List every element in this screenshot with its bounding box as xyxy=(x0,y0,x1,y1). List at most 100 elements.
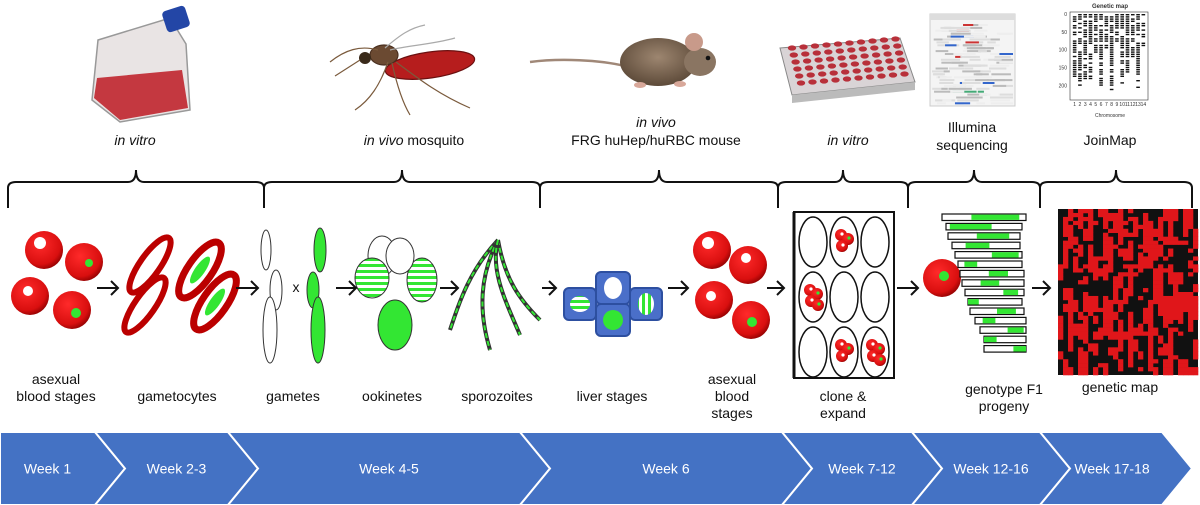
heatmap-cell xyxy=(1068,371,1074,376)
progeny-green-segment xyxy=(980,280,1000,286)
parasite-dot xyxy=(810,298,814,302)
marker-tick xyxy=(1078,38,1082,40)
heatmap-cell xyxy=(1068,347,1074,352)
heatmap-cell xyxy=(1058,268,1064,273)
marker-tick xyxy=(1115,14,1119,16)
marker-tick xyxy=(1109,60,1114,62)
heatmap-cell xyxy=(1148,240,1154,245)
week-label: Week 4-5 xyxy=(359,461,419,477)
heatmap-cell xyxy=(1108,311,1114,317)
plate-well xyxy=(862,60,871,66)
read-segment xyxy=(953,76,975,79)
marker-tick xyxy=(1125,60,1130,62)
heatmap-cell xyxy=(1163,311,1169,317)
heatmap-cell xyxy=(1128,288,1134,293)
heatmap-cell xyxy=(1158,284,1164,289)
marker-tick xyxy=(1078,66,1082,69)
progeny-genotype-bar xyxy=(957,260,1023,269)
plate-well xyxy=(875,66,884,72)
marker-tick xyxy=(1099,71,1103,73)
marker-tick xyxy=(1130,14,1135,16)
heatmap-cell xyxy=(1188,264,1194,269)
stage-arrow xyxy=(336,280,358,296)
heatmap-cell xyxy=(1068,240,1074,245)
read-segment xyxy=(962,32,984,35)
heatmap-cell xyxy=(1178,276,1184,281)
heatmap-cell xyxy=(1163,315,1169,320)
heatmap-cell xyxy=(1068,288,1074,293)
heatmap-cell xyxy=(1108,331,1114,336)
heatmap-cell xyxy=(1108,212,1114,218)
heatmap-cell xyxy=(1143,315,1149,320)
marker-tick xyxy=(1125,62,1130,64)
marker-tick xyxy=(1072,18,1077,20)
heatmap-cell xyxy=(1178,307,1184,313)
marker-tick xyxy=(1072,47,1077,49)
xtick-label: 14 xyxy=(1141,102,1147,108)
heatmap-cell xyxy=(1083,339,1089,344)
heatmap-cell xyxy=(1108,264,1114,269)
ytick-label: 0 xyxy=(1064,12,1067,18)
heatmap-cell xyxy=(1168,371,1174,376)
heatmap-cell xyxy=(1108,327,1114,332)
heatmap-cell xyxy=(1118,252,1124,257)
heatmap-cell xyxy=(1103,303,1109,309)
heatmap-cell xyxy=(1108,335,1114,340)
plate-well xyxy=(824,49,833,55)
clone-expand-plate xyxy=(792,211,895,379)
heatmap-cell xyxy=(1158,335,1164,340)
heatmap-cell xyxy=(1128,311,1134,317)
heatmap-cell xyxy=(1088,209,1094,214)
heatmap-cell xyxy=(1093,299,1099,305)
marker-tick xyxy=(1136,62,1140,64)
parasite-dot xyxy=(840,232,844,236)
marker-tick xyxy=(1120,82,1125,84)
condition-label-6: JoinMap xyxy=(1084,132,1137,148)
plate-well xyxy=(856,39,866,45)
read-segment xyxy=(971,96,983,99)
marker-tick xyxy=(1125,53,1130,55)
heatmap-cell xyxy=(1128,351,1134,356)
asexual-blood-stages-2-cells xyxy=(693,231,770,339)
plate-well xyxy=(865,74,875,80)
heatmap-cell xyxy=(1103,363,1109,368)
heatmap-cell xyxy=(1173,311,1179,317)
heatmap-cell xyxy=(1118,228,1124,234)
marker-tick xyxy=(1130,18,1135,20)
mosquito-image xyxy=(329,24,476,116)
heatmap-cell xyxy=(1183,292,1189,297)
heatmap-cell xyxy=(1128,256,1134,261)
heatmap-cell xyxy=(1078,327,1084,332)
heatmap-cell xyxy=(1083,319,1089,324)
xtick-label: 5 xyxy=(1094,102,1097,108)
marker-tick xyxy=(1141,25,1146,27)
heatmap-cell xyxy=(1123,248,1129,253)
read-segment xyxy=(989,64,1010,67)
heatmap-cell xyxy=(1153,256,1159,261)
marker-tick xyxy=(1136,80,1140,82)
parasite-dot xyxy=(841,353,845,357)
marker-tick xyxy=(1120,14,1125,16)
stage-liver-stages: liver stages xyxy=(577,388,648,404)
marker-tick xyxy=(1078,62,1082,64)
progeny-genotype-bar xyxy=(954,251,1023,259)
heatmap-cell xyxy=(1128,339,1134,344)
plate-well xyxy=(848,54,858,60)
marker-tick xyxy=(1099,73,1103,75)
heatmap-cell xyxy=(1098,268,1104,273)
heatmap-cell xyxy=(1153,228,1159,234)
heatmap-cell xyxy=(1078,244,1084,249)
heatmap-cell xyxy=(1128,272,1134,277)
heatmap-cell xyxy=(1103,236,1109,241)
heatmap-cell xyxy=(1108,228,1114,234)
heatmap-cell xyxy=(1128,327,1134,332)
plate-well xyxy=(879,37,889,43)
heatmap-cell xyxy=(1068,367,1074,372)
condition-joinmap: JoinMap xyxy=(1084,132,1137,148)
marker-tick xyxy=(1078,31,1082,33)
heatmap-cell xyxy=(1073,260,1079,265)
stage-arrow xyxy=(767,280,786,296)
heatmap-cell xyxy=(1168,212,1174,218)
heatmap-cell xyxy=(1173,240,1179,245)
